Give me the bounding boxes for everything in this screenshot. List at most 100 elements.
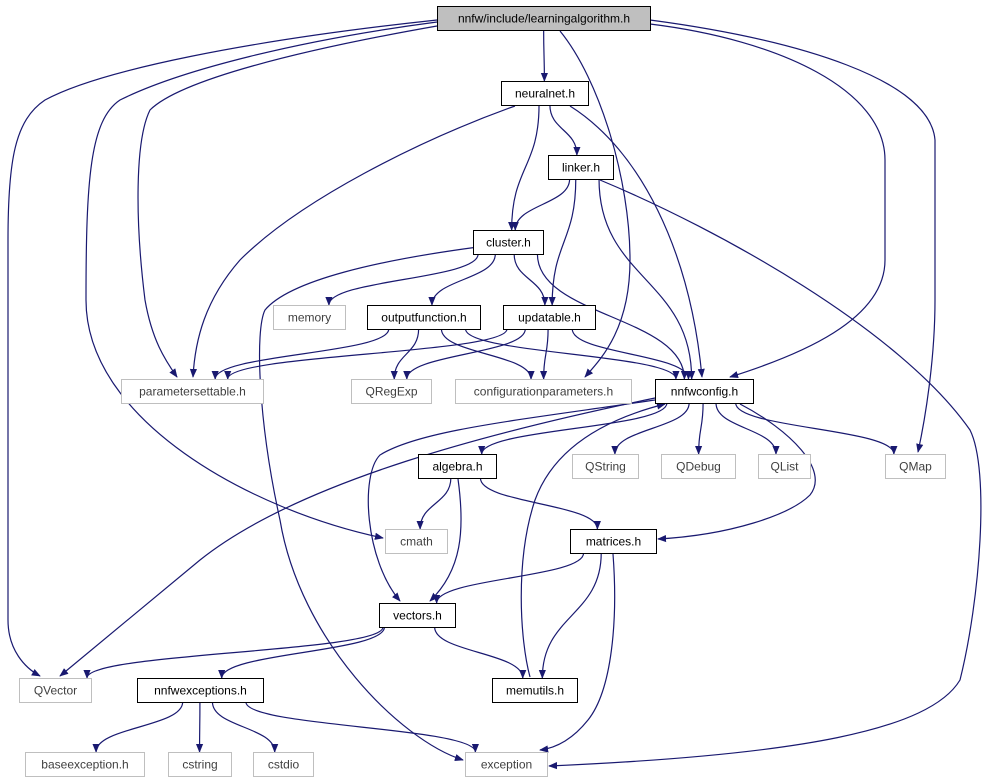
node-vectors[interactable]: vectors.h xyxy=(379,603,456,628)
edge-nnfwconfig-to-matrices xyxy=(657,403,816,543)
node-nnfwexceptions[interactable]: nnfwexceptions.h xyxy=(137,678,264,703)
node-qdebug: QDebug xyxy=(661,454,736,479)
node-box-neuralnet xyxy=(501,81,589,106)
edge-neuralnet-to-cluster xyxy=(508,104,540,231)
node-qmap: QMap xyxy=(885,454,946,479)
edge-learningalgorithm-to-parametersettable xyxy=(137,25,438,378)
edge-outputfunction-to-qregexp xyxy=(390,328,420,380)
node-outputfunction[interactable]: outputfunction.h xyxy=(367,305,481,330)
edge-updatable-to-nnfwconfig xyxy=(571,328,693,380)
edge-matrices-to-memutils xyxy=(538,552,602,679)
node-label-algebra: algebra.h xyxy=(432,460,482,474)
node-box-qdebug xyxy=(661,454,736,479)
node-updatable[interactable]: updatable.h xyxy=(503,305,596,330)
edge-learningalgorithm-to-neuralnet xyxy=(540,29,548,82)
node-memutils[interactable]: memutils.h xyxy=(492,678,578,703)
node-label-parametersettable: parametersettable.h xyxy=(139,385,246,399)
edge-updatable-to-parametersettable xyxy=(224,328,508,380)
node-nnfwconfig[interactable]: nnfwconfig.h xyxy=(655,379,754,404)
node-label-qvector: QVector xyxy=(34,684,77,698)
node-label-neuralnet: neuralnet.h xyxy=(515,87,575,101)
node-label-memory: memory xyxy=(288,311,331,325)
node-box-qstring xyxy=(572,454,639,479)
edges xyxy=(7,19,982,770)
edge-nnfwconfig-to-algebra xyxy=(478,402,668,455)
node-box-qmap xyxy=(885,454,946,479)
edge-linker-to-nnfwconfig xyxy=(598,178,696,380)
node-learningalgorithm[interactable]: nnfw/include/learningalgorithm.h xyxy=(437,6,651,31)
node-label-nnfwconfig: nnfwconfig.h xyxy=(671,385,738,399)
edge-matrices-to-exception xyxy=(539,553,616,753)
node-box-parametersettable xyxy=(121,379,264,404)
edge-nnfwconfig-to-qmap xyxy=(735,402,898,455)
node-box-nnfwconfig xyxy=(655,379,754,404)
node-baseexception: baseexception.h xyxy=(25,752,145,777)
edge-nnfwexceptions-to-cstdio xyxy=(211,701,279,753)
edge-linker-to-exception xyxy=(548,179,982,770)
node-label-cmath: cmath xyxy=(400,535,433,549)
edge-updatable-to-qregexp xyxy=(403,328,526,380)
edge-nnfwconfig-to-qlist xyxy=(715,402,780,455)
node-label-nnfwexceptions: nnfwexceptions.h xyxy=(154,684,247,698)
node-cstdio: cstdio xyxy=(253,752,314,777)
edge-vectors-to-memutils xyxy=(434,626,527,679)
node-qvector: QVector xyxy=(19,678,92,703)
node-box-cluster xyxy=(473,230,544,255)
nodes: nnfw/include/learningalgorithm.h neuralne… xyxy=(19,6,946,777)
node-qlist: QList xyxy=(758,454,811,479)
node-parametersettable: parametersettable.h xyxy=(121,379,264,404)
edge-learningalgorithm-to-qvector xyxy=(7,19,438,677)
node-box-outputfunction xyxy=(367,305,481,330)
edge-algebra-to-matrices xyxy=(479,477,601,530)
node-qstring: QString xyxy=(572,454,639,479)
node-box-cmath xyxy=(385,529,448,554)
edge-matrices-to-vectors xyxy=(433,552,585,604)
edge-cluster-to-exception xyxy=(258,246,479,761)
edge-vectors-to-qvector xyxy=(83,626,384,679)
node-box-qlist xyxy=(758,454,811,479)
node-label-memutils: memutils.h xyxy=(506,684,564,698)
node-box-algebra xyxy=(418,454,497,479)
edge-linker-to-cluster xyxy=(511,178,571,231)
edge-outputfunction-to-configurationparameters xyxy=(440,328,535,380)
node-linker[interactable]: linker.h xyxy=(548,155,614,180)
node-qregexp: QRegExp xyxy=(351,379,432,404)
edge-algebra-to-cmath xyxy=(416,477,452,530)
node-label-vectors: vectors.h xyxy=(393,609,442,623)
edge-cluster-to-nnfwconfig xyxy=(536,253,688,380)
node-label-cluster: cluster.h xyxy=(486,236,531,250)
edge-neuralnet-to-nnfwconfig xyxy=(569,105,705,378)
node-algebra[interactable]: algebra.h xyxy=(418,454,497,479)
edge-learningalgorithm-to-configurationparameters xyxy=(559,30,631,378)
node-box-memutils xyxy=(492,678,578,703)
edge-neuralnet-to-linker xyxy=(549,104,581,156)
edge-updatable-to-configurationparameters xyxy=(540,328,549,380)
edge-learningalgorithm-to-qmap xyxy=(649,19,936,453)
node-configurationparameters: configurationparameters.h xyxy=(455,379,632,404)
node-box-linker xyxy=(548,155,614,180)
edge-nnfwexceptions-to-baseexception xyxy=(92,701,184,753)
node-cmath: cmath xyxy=(385,529,448,554)
node-label-matrices: matrices.h xyxy=(586,535,641,549)
edge-outputfunction-to-nnfwconfig xyxy=(464,328,680,380)
node-neuralnet[interactable]: neuralnet.h xyxy=(501,81,589,106)
node-label-qdebug: QDebug xyxy=(676,460,721,474)
edge-algebra-to-vectors xyxy=(429,478,462,602)
node-label-configurationparameters: configurationparameters.h xyxy=(474,385,613,399)
node-matrices[interactable]: matrices.h xyxy=(570,529,657,554)
edge-nnfwconfig-to-qstring xyxy=(611,402,690,455)
edge-nnfwconfig-to-vectors xyxy=(367,399,656,602)
edge-outputfunction-to-parametersettable xyxy=(211,328,390,380)
edge-cluster-to-updatable xyxy=(513,253,549,306)
node-label-cstring: cstring xyxy=(182,758,217,772)
edge-learningalgorithm-to-nnfwconfig xyxy=(649,23,886,379)
node-label-exception: exception xyxy=(481,758,532,772)
edge-nnfwconfig-to-qdebug xyxy=(695,402,704,455)
node-box-memory xyxy=(273,305,346,330)
node-box-nnfwexceptions xyxy=(137,678,264,703)
node-box-cstdio xyxy=(253,752,314,777)
node-box-matrices xyxy=(570,529,657,554)
node-cluster[interactable]: cluster.h xyxy=(473,230,544,255)
node-cstring: cstring xyxy=(168,752,232,777)
edge-vectors-to-nnfwexceptions xyxy=(218,626,386,679)
